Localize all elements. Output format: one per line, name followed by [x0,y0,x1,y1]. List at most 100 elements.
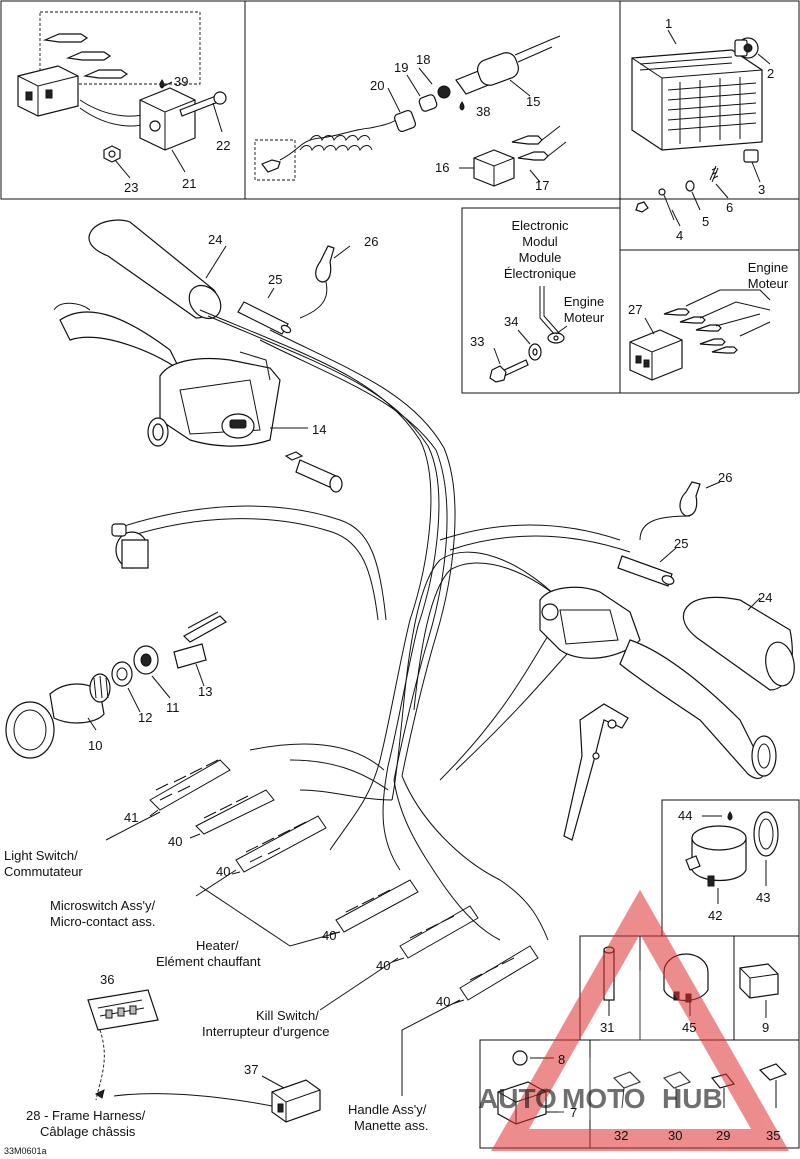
svg-text:Engine: Engine [564,294,604,309]
svg-text:Handle Ass'y/: Handle Ass'y/ [348,1102,427,1117]
svg-text:40: 40 [216,864,230,879]
svg-text:1: 1 [665,16,672,31]
svg-text:Commutateur: Commutateur [4,864,83,879]
sleeve-20 [393,109,417,133]
nut-23 [103,145,121,163]
svg-text:26: 26 [718,470,732,485]
svg-text:Light Switch/: Light Switch/ [4,848,78,863]
bulb-2 [734,37,759,59]
drop-icon [459,101,465,111]
switch-body-10 [49,673,111,724]
svg-text:Moteur: Moteur [564,310,605,325]
svg-text:32: 32 [614,1128,628,1143]
spring-6 [709,165,719,183]
svg-text:16: 16 [435,160,449,175]
svg-text:AUTO: AUTO [478,1083,557,1114]
svg-text:12: 12 [138,710,152,725]
connector-36 [87,989,159,1101]
svg-text:28 - Frame Harness/: 28 - Frame Harness/ [26,1108,146,1123]
svg-text:8: 8 [558,1052,565,1067]
svg-text:25: 25 [674,536,688,551]
component-labels: Electronic Modul Module Électronique Eng… [4,218,789,1139]
svg-text:MOTO: MOTO [562,1083,645,1114]
relay-module-panel [17,11,227,179]
terminals-17 [511,125,567,161]
svg-text:37: 37 [244,1062,258,1077]
svg-text:40: 40 [376,958,390,973]
heater-element [111,523,149,569]
grommet-19 [418,94,438,112]
svg-text:Câblage châssis: Câblage châssis [40,1124,136,1139]
sensor-body-15 [455,35,561,95]
svg-text:5: 5 [702,214,709,229]
svg-text:22: 22 [216,138,230,153]
svg-text:17: 17 [535,178,549,193]
svg-text:9: 9 [762,1020,769,1035]
svg-text:Manette ass.: Manette ass. [354,1118,428,1133]
washer-34 [528,343,542,361]
svg-text:31: 31 [600,1020,614,1035]
electronic-module-21 [139,87,196,151]
terminals-27 [663,308,738,354]
svg-text:34: 34 [504,314,518,329]
ground-screw-panel [489,286,568,383]
rocker-switch-9 [739,963,779,1018]
svg-text:42: 42 [708,908,722,923]
top-panel-frames [0,0,800,394]
svg-text:Interrupteur d'urgence: Interrupteur d'urgence [202,1024,330,1039]
svg-text:7: 7 [570,1105,577,1120]
terminal-35 [758,1063,788,1108]
svg-text:HUB: HUB [662,1083,723,1114]
sensor-connector-panel [254,35,567,187]
cable-tie-26-right [639,481,701,541]
connector-27-panel [629,289,771,381]
headlight-1 [631,49,763,151]
cable-tie-26-left [299,245,335,319]
switch-housing-14 [147,351,281,447]
svg-text:Elément chauffant: Elément chauffant [156,954,261,969]
switch-connector [183,611,227,643]
svg-text:33: 33 [470,334,484,349]
bundle-41 [149,759,231,811]
bezel-10 [5,701,55,759]
svg-text:14: 14 [312,422,326,437]
svg-text:40: 40 [168,834,182,849]
screw-22 [179,91,227,117]
svg-text:11: 11 [166,700,180,715]
svg-text:24: 24 [208,232,222,247]
bundle-40-5 [459,945,539,1001]
label-leaders [105,811,461,1096]
terminal-connectors-top [42,33,129,79]
svg-text:36: 36 [100,972,114,987]
seal-18 [437,85,451,99]
svg-text:23: 23 [124,180,138,195]
headlight-panel [631,29,771,227]
left-handlebar-group [53,219,351,493]
svg-text:13: 13 [198,684,212,699]
svg-text:20: 20 [370,78,384,93]
throttle-lever [563,703,629,841]
right-handlebar-group [539,481,795,841]
screw-4 [658,188,675,221]
svg-text:15: 15 [526,94,540,109]
grip-24-right [682,596,795,691]
svg-text:2: 2 [767,66,774,81]
main-harness-bundle [199,309,631,941]
flasher-relay-42 [685,825,747,887]
svg-text:41: 41 [124,810,138,825]
relay-connector-housing [17,65,79,117]
svg-text:6: 6 [726,200,733,215]
svg-text:40: 40 [322,928,336,943]
svg-text:29: 29 [716,1128,730,1143]
bundle-40-2 [235,815,327,873]
svg-text:Heater/: Heater/ [196,938,239,953]
svg-text:27: 27 [628,302,642,317]
svg-text:Module: Module [519,250,562,265]
connector-37 [95,1075,321,1123]
svg-text:40: 40 [436,994,450,1009]
light-switch-group [5,611,227,759]
svg-text:26: 26 [364,234,378,249]
clip-3 [743,149,759,163]
svg-text:Kill Switch/: Kill Switch/ [256,1008,319,1023]
svg-text:Electronic: Electronic [511,218,569,233]
